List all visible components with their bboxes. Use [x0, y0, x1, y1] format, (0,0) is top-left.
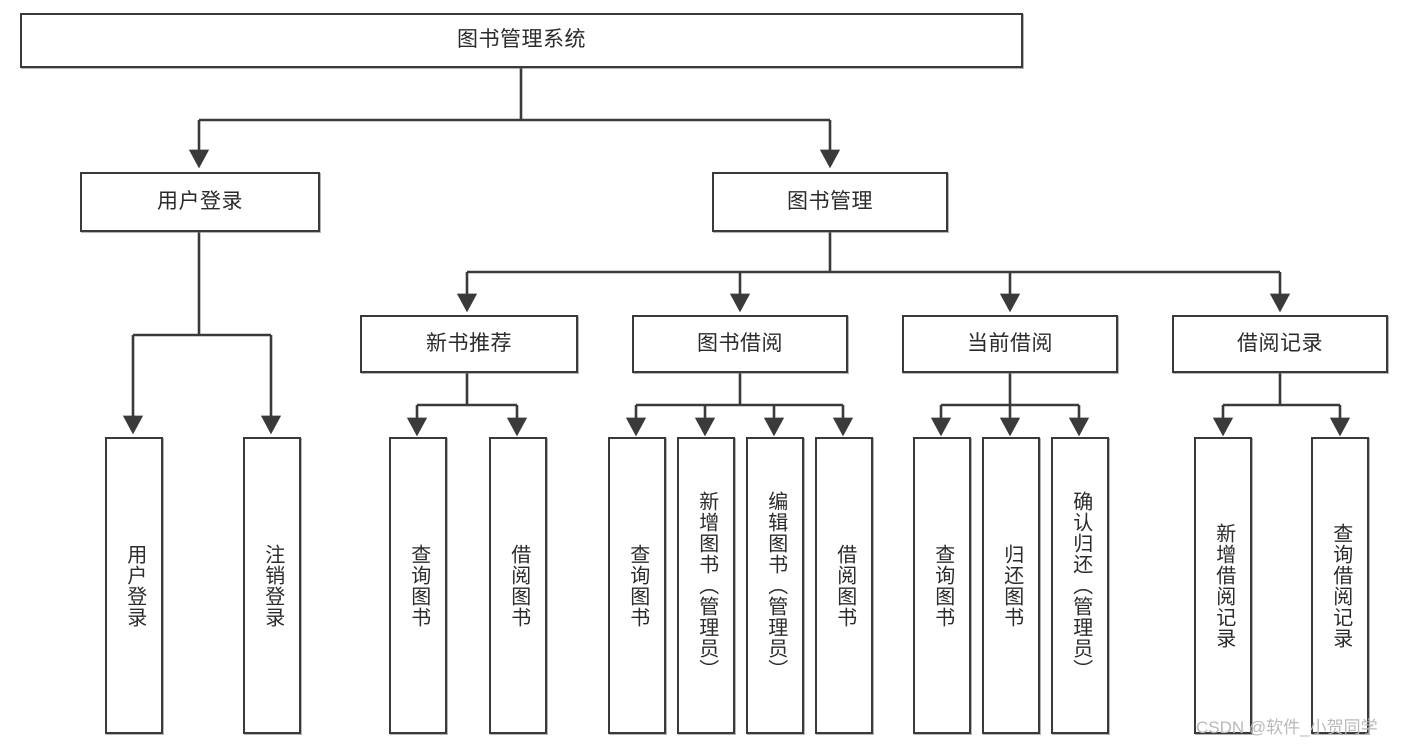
node-leaf-edit-book-admin[interactable]: 编辑图书（管理员）	[746, 437, 804, 734]
node-borrow-record[interactable]: 借阅记录	[1172, 315, 1388, 373]
node-book-manage[interactable]: 图书管理	[712, 172, 948, 232]
node-leaf-add-borrow-record[interactable]: 新增借阅记录	[1194, 437, 1252, 734]
node-leaf-query-book-1-label: 查询图书	[407, 543, 430, 628]
node-leaf-confirm-return-admin[interactable]: 确认归还（管理员）	[1051, 437, 1109, 734]
node-leaf-query-book-3[interactable]: 查询图书	[913, 437, 971, 734]
node-leaf-borrow-book-1[interactable]: 借阅图书	[489, 437, 547, 734]
node-book-borrow[interactable]: 图书借阅	[632, 315, 848, 373]
node-leaf-query-book-3-label: 查询图书	[931, 543, 954, 628]
node-user-login[interactable]: 用户登录	[80, 172, 320, 232]
node-leaf-add-book-admin-label: 新增图书（管理员）	[695, 491, 718, 680]
node-leaf-add-book-admin[interactable]: 新增图书（管理员）	[677, 437, 735, 734]
node-leaf-borrow-book-1-label: 借阅图书	[507, 543, 530, 628]
csdn-watermark: CSDN @软件_小贺同学	[1196, 718, 1378, 737]
node-leaf-query-borrow-record-label: 查询借阅记录	[1329, 522, 1352, 649]
node-leaf-query-borrow-record[interactable]: 查询借阅记录	[1311, 437, 1369, 734]
node-leaf-query-book-1[interactable]: 查询图书	[389, 437, 447, 734]
node-book-manage-label: 图书管理	[787, 189, 873, 213]
node-leaf-logout-login[interactable]: 注销登录	[243, 437, 301, 734]
node-leaf-user-login[interactable]: 用户登录	[105, 437, 163, 734]
node-leaf-query-book-2[interactable]: 查询图书	[608, 437, 666, 734]
node-leaf-add-borrow-record-label: 新增借阅记录	[1212, 522, 1235, 649]
node-current-borrow-label: 当前借阅	[967, 331, 1053, 355]
node-current-borrow[interactable]: 当前借阅	[902, 315, 1118, 373]
node-leaf-user-login-label: 用户登录	[123, 543, 146, 628]
node-new-book-recommend-label: 新书推荐	[426, 331, 512, 355]
node-leaf-borrow-book-2[interactable]: 借阅图书	[815, 437, 873, 734]
node-leaf-return-book[interactable]: 归还图书	[982, 437, 1040, 734]
node-book-borrow-label: 图书借阅	[697, 331, 783, 355]
node-leaf-borrow-book-2-label: 借阅图书	[833, 543, 856, 628]
node-borrow-record-label: 借阅记录	[1237, 331, 1323, 355]
node-root-system[interactable]: 图书管理系统	[20, 13, 1023, 68]
node-leaf-confirm-return-admin-label: 确认归还（管理员）	[1069, 491, 1092, 680]
node-leaf-logout-login-label: 注销登录	[261, 543, 284, 628]
node-leaf-edit-book-admin-label: 编辑图书（管理员）	[764, 491, 787, 680]
node-leaf-return-book-label: 归还图书	[1000, 543, 1023, 628]
node-new-book-recommend[interactable]: 新书推荐	[360, 315, 578, 373]
node-root-system-label: 图书管理系统	[457, 28, 586, 52]
node-leaf-query-book-2-label: 查询图书	[626, 543, 649, 628]
node-user-login-label: 用户登录	[157, 189, 243, 213]
